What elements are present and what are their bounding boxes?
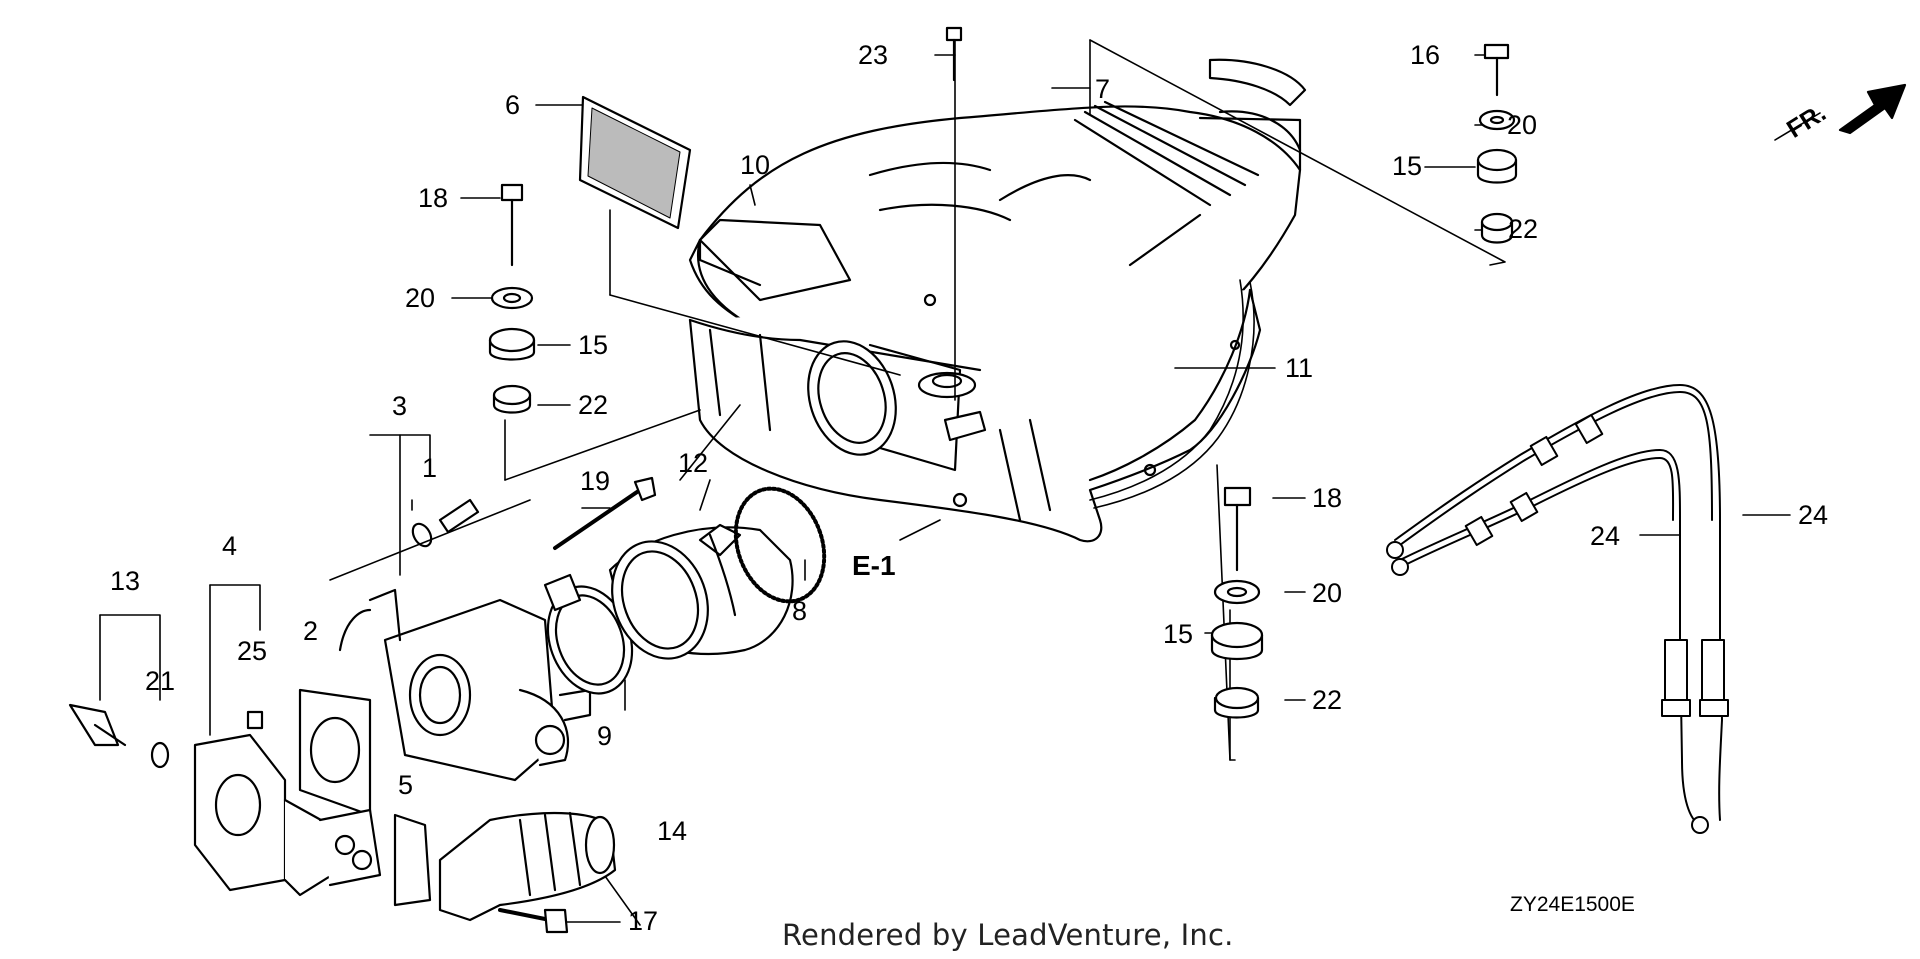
callout-19: 19 xyxy=(580,466,611,496)
callout-10: 10 xyxy=(740,150,771,180)
callout-16: 16 xyxy=(1410,40,1441,70)
bolt-19-part xyxy=(553,476,657,550)
front-direction-arrow xyxy=(1838,83,1907,135)
gasket-part xyxy=(298,688,372,817)
callout-17: 17 xyxy=(628,906,659,936)
mount-stack-top-right xyxy=(1476,43,1518,244)
mount-stack-left xyxy=(488,183,536,414)
callout-11: 11 xyxy=(1285,353,1314,383)
callout-3: 3 xyxy=(392,391,408,421)
callout-24-inner: 24 xyxy=(1590,521,1621,551)
callout-4: 4 xyxy=(222,531,238,561)
callout-6: 6 xyxy=(505,90,521,120)
seal-strip-part xyxy=(1208,58,1307,107)
bolt-17-part xyxy=(498,908,569,934)
callout-25: 25 xyxy=(237,636,268,666)
callout-18-right: 18 xyxy=(1312,483,1343,513)
callout-15-top: 15 xyxy=(1392,151,1423,181)
callout-13: 13 xyxy=(110,566,141,596)
callout-7: 7 xyxy=(1095,74,1111,104)
screw-with-oring-part xyxy=(411,498,480,548)
leader-lines xyxy=(99,39,1821,926)
callout-20-right: 20 xyxy=(1312,578,1343,608)
gasket-5-part xyxy=(393,813,432,907)
callout-18-left: 18 xyxy=(418,183,449,213)
diagram-code: ZY24E1500E xyxy=(1510,893,1635,916)
callout-14: 14 xyxy=(657,816,688,846)
mount-stack-right-lower xyxy=(1210,486,1264,719)
callout-22-top: 22 xyxy=(1508,214,1539,244)
callout-15-right: 15 xyxy=(1163,619,1194,649)
intake-pipe-part xyxy=(193,733,382,897)
callout-22-left: 22 xyxy=(578,390,609,420)
cable-assembly-part xyxy=(1386,384,1729,834)
callout-9: 9 xyxy=(597,721,613,751)
callout-22-right: 22 xyxy=(1312,685,1343,715)
callout-21: 21 xyxy=(145,666,176,696)
callout-5: 5 xyxy=(398,770,414,800)
filter-screen-part xyxy=(578,95,692,230)
callout-15-left: 15 xyxy=(578,330,609,360)
throttle-body-part xyxy=(338,588,592,782)
callout-20-left: 20 xyxy=(405,283,436,313)
callout-23: 23 xyxy=(858,40,889,70)
callout-8: 8 xyxy=(792,596,808,626)
sensor-part xyxy=(68,703,127,747)
pin-25-part xyxy=(246,710,264,730)
callout-12: 12 xyxy=(678,448,709,478)
callout-e1: E-1 xyxy=(852,550,896,581)
washer-21-part xyxy=(150,741,170,769)
clamp-part xyxy=(543,573,634,695)
callout-1: 1 xyxy=(422,453,438,483)
ring-8-part xyxy=(733,486,827,604)
render-credit: Rendered by LeadVenture, Inc. xyxy=(782,918,1234,952)
callout-2: 2 xyxy=(303,616,319,646)
intake-tube-14-part xyxy=(438,811,617,922)
rubber-tube-12-part xyxy=(608,523,794,660)
callout-24-outer: 24 xyxy=(1798,500,1829,530)
long-bolt-part xyxy=(945,26,963,82)
intake-cover-part xyxy=(688,100,1302,543)
callout-20-top: 20 xyxy=(1507,110,1538,140)
